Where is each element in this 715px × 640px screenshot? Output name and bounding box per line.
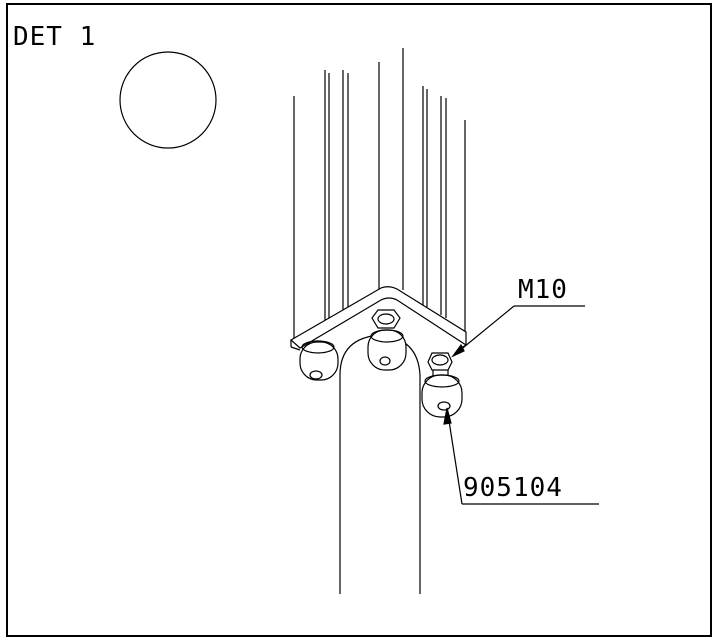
drawing-frame — [6, 3, 712, 637]
detail-label: DET 1 — [13, 22, 96, 52]
callout-m10-label: M10 — [518, 275, 568, 305]
leg-tube — [339, 334, 421, 594]
extrusion-profile-lines — [293, 48, 466, 340]
callout-905104-leader — [443, 407, 599, 505]
leveling-foot-center — [367, 309, 407, 371]
callout-m10-leader — [451, 305, 585, 358]
leveling-foot-905104 — [421, 374, 463, 418]
detail-reference-circle — [119, 51, 217, 149]
hex-nut-m10 — [427, 352, 453, 376]
leveling-foot-left — [299, 340, 339, 381]
callout-905104-label: 905104 — [463, 473, 563, 503]
